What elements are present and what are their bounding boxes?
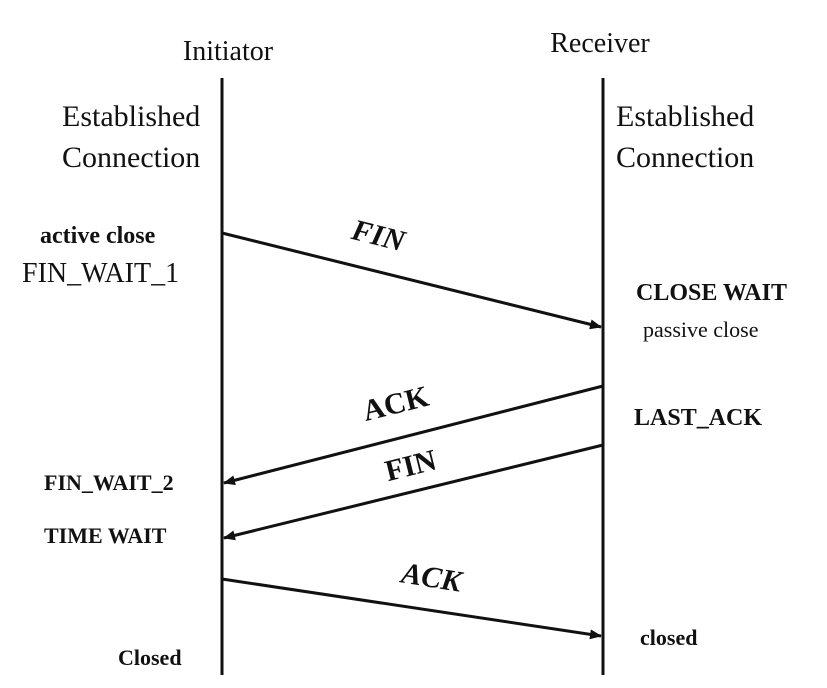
- fin-wait-2-label: FIN_WAIT_2: [44, 470, 174, 495]
- ack-2-label: ACK: [397, 556, 465, 599]
- initiator-established-line1: Established: [62, 100, 200, 133]
- active-close-label: active close: [40, 223, 156, 249]
- initiator-title: Initiator: [183, 36, 274, 67]
- last-ack-label: LAST_ACK: [634, 405, 762, 431]
- fin-2-label: FIN: [382, 443, 440, 488]
- receiver-closed-label: closed: [640, 625, 697, 650]
- time-wait-label: TIME WAIT: [44, 523, 167, 548]
- fin-1-label: FIN: [347, 213, 409, 258]
- receiver-established-line2: Connection: [616, 141, 754, 174]
- initiator-established-line2: Connection: [62, 141, 200, 174]
- ack-1-label: ACK: [359, 380, 432, 428]
- ack-1-arrow: [223, 384, 604, 486]
- passive-close-label: passive close: [643, 317, 758, 342]
- receiver-title: Receiver: [550, 28, 650, 59]
- ack-2-arrow: [221, 577, 602, 640]
- fin-2-arrow: [223, 443, 604, 541]
- close-wait-label: CLOSE WAIT: [636, 280, 787, 306]
- fin-wait-1-label: FIN_WAIT_1: [22, 258, 179, 289]
- fin-1-arrow: [221, 231, 602, 330]
- initiator-closed-label: Closed: [118, 645, 182, 670]
- receiver-established-line1: Established: [616, 100, 754, 133]
